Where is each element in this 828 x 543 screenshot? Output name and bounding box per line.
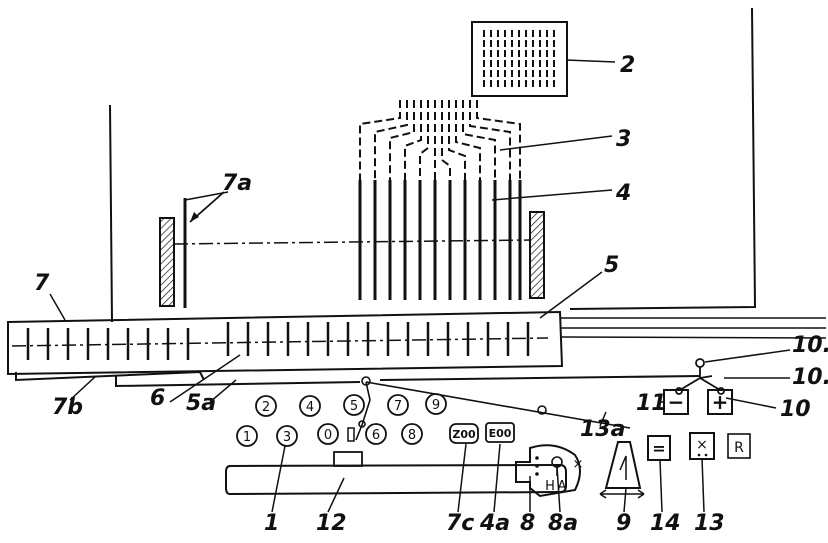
lever-9-arrow: [599, 489, 645, 499]
mode-switch-8[interactable]: H A ×: [515, 444, 584, 498]
callout-labels: 2 3 4 5 7a 7 7b 6 5a 1 12 7c 4a 8 8a 9 1…: [34, 53, 828, 536]
key-equals[interactable]: =: [647, 435, 671, 461]
key-plus[interactable]: +: [707, 389, 733, 415]
housing-left-wall: [109, 104, 113, 323]
callout-14: 14: [650, 511, 681, 536]
key-e00-label: E00: [489, 427, 512, 440]
callout-8: 8: [520, 511, 535, 536]
key-9-label: 9: [432, 398, 440, 413]
leader-lines: [49, 59, 791, 513]
mode-h-label: H: [545, 479, 555, 494]
bracket-5a: [115, 376, 361, 388]
key-7[interactable]: 7: [387, 394, 409, 416]
key-minus-label: −: [668, 390, 685, 414]
rail-lines: [560, 317, 827, 339]
callout-2: 2: [620, 53, 635, 78]
callout-4: 4: [615, 181, 631, 206]
key-stop-marker: [347, 427, 355, 442]
key-5-label: 5: [350, 399, 358, 414]
base-bar-tab: [333, 451, 363, 467]
top-panel-frame: [471, 21, 568, 97]
right-side-plate: [529, 211, 545, 299]
callout-6: 6: [150, 386, 165, 411]
callout-7: 7: [34, 271, 50, 296]
linkage-arm: [355, 381, 371, 441]
callout-8a: 8a: [548, 511, 578, 536]
callout-10b: 10.: [792, 365, 828, 390]
callout-9: 9: [616, 511, 631, 536]
callout-7c: 7c: [446, 511, 474, 536]
carriage-counters-7: [26, 328, 190, 360]
callout-3: 3: [616, 127, 631, 152]
key-0-label: 0: [324, 428, 332, 443]
key-8-label: 8: [408, 428, 416, 443]
left-side-plate: [159, 217, 175, 307]
number-keys: 1 2 3 4 5 6 7 8 9 0: [236, 393, 447, 447]
mode-a-label: A: [558, 479, 567, 494]
key-plus-label: +: [712, 390, 729, 414]
bracket-7b: [15, 370, 205, 382]
lever-9[interactable]: [599, 441, 645, 499]
key-equals-label: =: [652, 439, 665, 458]
key-multiply-label: ×: [696, 437, 708, 453]
callout-11: 11: [636, 391, 667, 416]
key-4-label: 4: [306, 400, 314, 415]
key-1-label: 1: [243, 430, 251, 445]
carriage-axis: [11, 337, 549, 347]
key-e00[interactable]: E00: [485, 422, 515, 443]
key-6[interactable]: 6: [365, 423, 387, 445]
callout-1: 1: [264, 511, 279, 536]
carriage-body: [7, 310, 564, 376]
key-4[interactable]: 4: [299, 395, 321, 417]
callout-10a: 10.: [792, 333, 828, 358]
linkage-13a: [355, 376, 631, 441]
callout-10: 10: [780, 397, 811, 422]
shaft-assembly-7a: [159, 198, 545, 308]
key-2[interactable]: 2: [255, 395, 277, 417]
key-z00-label: Z00: [452, 428, 476, 441]
lower-brackets: [15, 370, 701, 388]
callout-12: 12: [316, 511, 347, 536]
callout-7a: 7a: [222, 171, 252, 196]
carriage-counters-6: [226, 322, 530, 356]
arrow-7a-head: [190, 212, 199, 222]
key-minus[interactable]: −: [663, 389, 689, 415]
key-reset[interactable]: R: [727, 433, 751, 459]
housing-right-wall: [569, 7, 757, 310]
callout-5a: 5a: [186, 391, 216, 416]
mode-x-label: ×: [573, 457, 584, 472]
key-8[interactable]: 8: [401, 423, 423, 445]
key-0[interactable]: 0: [317, 423, 339, 445]
mode-switch-body: [515, 444, 581, 498]
key-z00[interactable]: Z00: [449, 423, 479, 444]
key-1[interactable]: 1: [236, 425, 258, 447]
connector-bundle-3: [359, 100, 521, 180]
key-2-label: 2: [262, 400, 270, 415]
key-5[interactable]: 5: [343, 394, 365, 416]
callout-4a: 4a: [479, 511, 510, 536]
key-7-label: 7: [394, 399, 402, 414]
housing-frame: [109, 7, 827, 339]
lever-9-body: [604, 441, 642, 489]
top-panel-lines: [483, 30, 555, 90]
callout-13: 13: [694, 511, 725, 536]
callout-7b: 7b: [52, 395, 83, 420]
key-multiply[interactable]: ×: [689, 432, 715, 460]
key-3[interactable]: 3: [276, 425, 298, 447]
key-6-label: 6: [372, 428, 380, 443]
key-reset-label: R: [734, 440, 744, 456]
callout-13a: 13a: [580, 417, 625, 442]
shaft-axis: [173, 239, 531, 245]
key-3-label: 3: [283, 430, 291, 445]
carriage-5: [7, 310, 564, 376]
bracket-right: [379, 375, 701, 381]
vertical-bars-4: [358, 180, 522, 300]
callout-5: 5: [604, 253, 619, 278]
key-9[interactable]: 9: [425, 393, 447, 415]
top-panel-2: [471, 21, 568, 97]
linkage-rod: [365, 381, 631, 429]
